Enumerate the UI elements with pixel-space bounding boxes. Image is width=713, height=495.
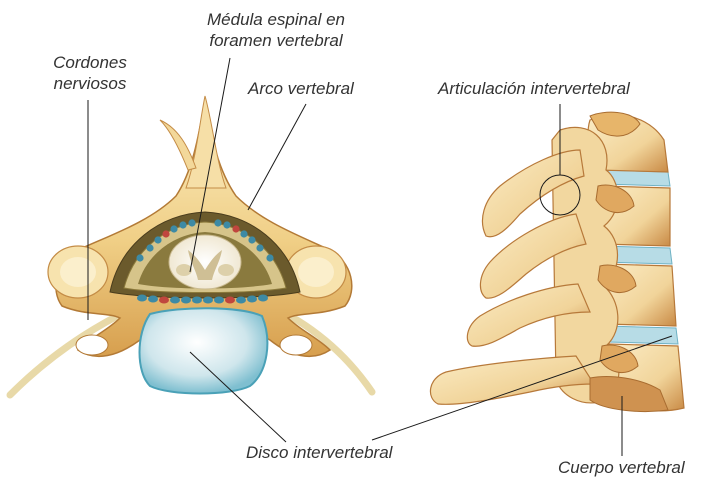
label-arco-vertebral: Arco vertebral (248, 78, 354, 99)
label-articulacion-intervertebral: Articulación intervertebral (438, 78, 630, 99)
label-cuerpo-vertebral: Cuerpo vertebral (558, 457, 685, 478)
foramen-left (76, 335, 108, 355)
transverse-process-right-highlight (298, 257, 334, 287)
label-medula-line2: foramen vertebral (186, 30, 366, 51)
intervertebral-disc-shape (140, 308, 268, 393)
label-medula-line1: Médula espinal en (186, 9, 366, 30)
label-disco-intervertebral: Disco intervertebral (246, 442, 392, 463)
cervical-spine-lateral-view (430, 112, 684, 411)
spinous-process-tip-left (160, 120, 196, 170)
label-cordones-nerviosos: Cordones nerviosos (40, 52, 140, 94)
spinal-cord (169, 235, 241, 289)
leader-arco (248, 104, 306, 210)
vertebra-transverse-view (10, 96, 372, 395)
label-cordones-line2: nerviosos (40, 73, 140, 94)
spinal-cord-nerve-left (176, 264, 192, 276)
spinal-cord-nerve-right (218, 264, 234, 276)
transverse-process-left-highlight (60, 257, 96, 287)
label-medula-espinal: Médula espinal en foramen vertebral (186, 9, 366, 51)
label-cordones-line1: Cordones (40, 52, 140, 73)
foramen-right (280, 335, 312, 355)
